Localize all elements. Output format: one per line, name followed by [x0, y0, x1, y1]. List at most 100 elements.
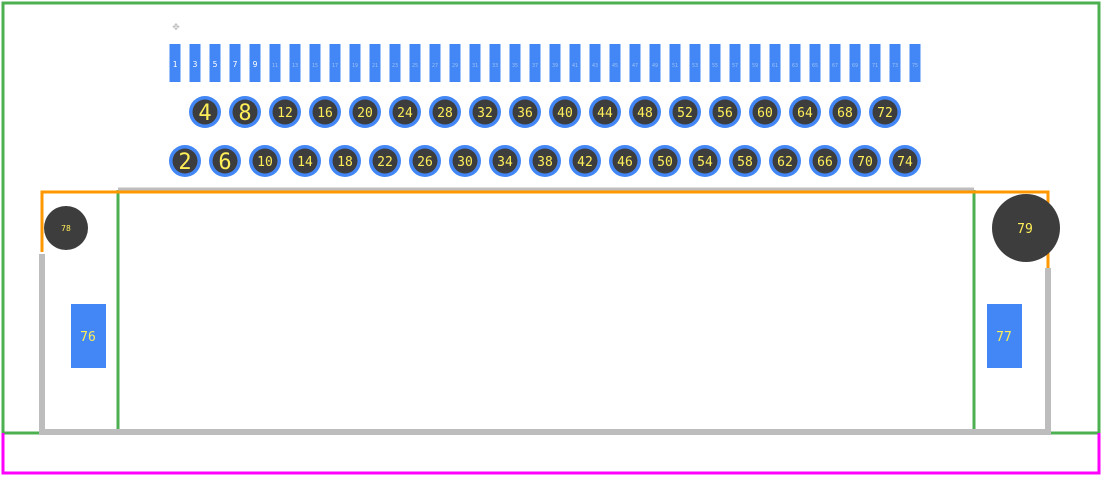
smd-pad-11[interactable]: 11 [269, 44, 281, 82]
smd-pad-11-shape[interactable] [269, 44, 281, 82]
smd-pad-75-shape[interactable] [909, 44, 921, 82]
smd-pad-57[interactable]: 57 [729, 44, 741, 82]
mount-hole-78-shape[interactable] [44, 206, 88, 250]
smd-pad-47[interactable]: 47 [629, 44, 641, 82]
tht-pad-60[interactable]: 60 [749, 96, 781, 128]
smd-pad-67[interactable]: 67 [829, 44, 841, 82]
tht-pad-72[interactable]: 72 [869, 96, 901, 128]
tht-pad-24[interactable]: 24 [389, 96, 421, 128]
smd-pad-65-shape[interactable] [809, 44, 821, 82]
smd-pad-43[interactable]: 43 [589, 44, 601, 82]
tht-pad-56[interactable]: 56 [709, 96, 741, 128]
smd-pad-63-shape[interactable] [789, 44, 801, 82]
smd-pad-27[interactable]: 27 [429, 44, 441, 82]
smd-pad-7-shape[interactable] [229, 44, 241, 82]
smd-pad-73[interactable]: 73 [889, 44, 901, 82]
smd-pad-25[interactable]: 25 [409, 44, 421, 82]
smd-pad-23[interactable]: 23 [389, 44, 401, 82]
tht-pad-38[interactable]: 38 [529, 145, 561, 177]
tht-pad-74[interactable]: 74 [889, 145, 921, 177]
smd-pad-1-shape[interactable] [169, 44, 181, 82]
tht-pad-62[interactable]: 62 [769, 145, 801, 177]
tht-pad-34[interactable]: 34 [489, 145, 521, 177]
tht-pad-32[interactable]: 32 [469, 96, 501, 128]
smd-pad-15-shape[interactable] [309, 44, 321, 82]
smd-pad-3-shape[interactable] [189, 44, 201, 82]
smd-pad-57-shape[interactable] [729, 44, 741, 82]
smd-pad-41-shape[interactable] [569, 44, 581, 82]
smd-pad-47-shape[interactable] [629, 44, 641, 82]
side-pad-left[interactable]: 76 [71, 304, 106, 368]
tht-pad-2[interactable]: 2 [169, 145, 201, 177]
smd-pad-61-shape[interactable] [769, 44, 781, 82]
tht-pad-50[interactable]: 50 [649, 145, 681, 177]
smd-pad-37[interactable]: 37 [529, 44, 541, 82]
smd-pad-17-shape[interactable] [329, 44, 341, 82]
smd-pad-75[interactable]: 75 [909, 44, 921, 82]
smd-pad-9-shape[interactable] [249, 44, 261, 82]
smd-pad-29[interactable]: 29 [449, 44, 461, 82]
tht-pad-40[interactable]: 40 [549, 96, 581, 128]
smd-pad-63[interactable]: 63 [789, 44, 801, 82]
tht-pad-4[interactable]: 4 [189, 96, 221, 128]
smd-pad-19[interactable]: 19 [349, 44, 361, 82]
tht-pad-20[interactable]: 20 [349, 96, 381, 128]
smd-pad-13-shape[interactable] [289, 44, 301, 82]
smd-pad-73-shape[interactable] [889, 44, 901, 82]
tht-pad-16[interactable]: 16 [309, 96, 341, 128]
smd-pad-5[interactable]: 5 [209, 44, 221, 82]
tht-pad-6[interactable]: 6 [209, 145, 241, 177]
tht-pad-58[interactable]: 58 [729, 145, 761, 177]
smd-pad-35-shape[interactable] [509, 44, 521, 82]
smd-pad-15[interactable]: 15 [309, 44, 321, 82]
smd-pad-67-shape[interactable] [829, 44, 841, 82]
smd-pad-31-shape[interactable] [469, 44, 481, 82]
smd-pad-5-shape[interactable] [209, 44, 221, 82]
tht-pad-48[interactable]: 48 [629, 96, 661, 128]
tht-pad-30[interactable]: 30 [449, 145, 481, 177]
smd-pad-33-shape[interactable] [489, 44, 501, 82]
tht-pad-14[interactable]: 14 [289, 145, 321, 177]
tht-pad-68[interactable]: 68 [829, 96, 861, 128]
mount-hole-left[interactable]: 78 [44, 206, 88, 250]
smd-pad-69[interactable]: 69 [849, 44, 861, 82]
tht-pad-46[interactable]: 46 [609, 145, 641, 177]
mount-hole-79-shape[interactable] [992, 194, 1060, 262]
smd-pad-71-shape[interactable] [869, 44, 881, 82]
smd-pad-59[interactable]: 59 [749, 44, 761, 82]
smd-pad-69-shape[interactable] [849, 44, 861, 82]
smd-pad-45[interactable]: 45 [609, 44, 621, 82]
smd-pad-61[interactable]: 61 [769, 44, 781, 82]
tht-pad-52[interactable]: 52 [669, 96, 701, 128]
smd-pad-49-shape[interactable] [649, 44, 661, 82]
mount-hole-right[interactable]: 79 [992, 194, 1060, 262]
smd-pad-21[interactable]: 21 [369, 44, 381, 82]
smd-pad-41[interactable]: 41 [569, 44, 581, 82]
tht-pad-28[interactable]: 28 [429, 96, 461, 128]
smd-pad-71[interactable]: 71 [869, 44, 881, 82]
tht-pad-10[interactable]: 10 [249, 145, 281, 177]
smd-pad-3[interactable]: 3 [189, 44, 201, 82]
smd-pad-27-shape[interactable] [429, 44, 441, 82]
smd-pad-39-shape[interactable] [549, 44, 561, 82]
smd-pad-13[interactable]: 13 [289, 44, 301, 82]
smd-pad-43-shape[interactable] [589, 44, 601, 82]
tht-pad-66[interactable]: 66 [809, 145, 841, 177]
smd-pad-29-shape[interactable] [449, 44, 461, 82]
smd-pad-9[interactable]: 9 [249, 44, 261, 82]
smd-pad-49[interactable]: 49 [649, 44, 661, 82]
smd-pad-55-shape[interactable] [709, 44, 721, 82]
smd-pad-25-shape[interactable] [409, 44, 421, 82]
smd-pad-35[interactable]: 35 [509, 44, 521, 82]
pad-77-shape[interactable] [987, 304, 1022, 368]
smd-pad-39[interactable]: 39 [549, 44, 561, 82]
tht-pad-70[interactable]: 70 [849, 145, 881, 177]
smd-pad-37-shape[interactable] [529, 44, 541, 82]
tht-pad-12[interactable]: 12 [269, 96, 301, 128]
smd-pad-59-shape[interactable] [749, 44, 761, 82]
tht-pad-8[interactable]: 8 [229, 96, 261, 128]
tht-pad-22[interactable]: 22 [369, 145, 401, 177]
smd-pad-51-shape[interactable] [669, 44, 681, 82]
smd-pad-53-shape[interactable] [689, 44, 701, 82]
tht-pad-42[interactable]: 42 [569, 145, 601, 177]
